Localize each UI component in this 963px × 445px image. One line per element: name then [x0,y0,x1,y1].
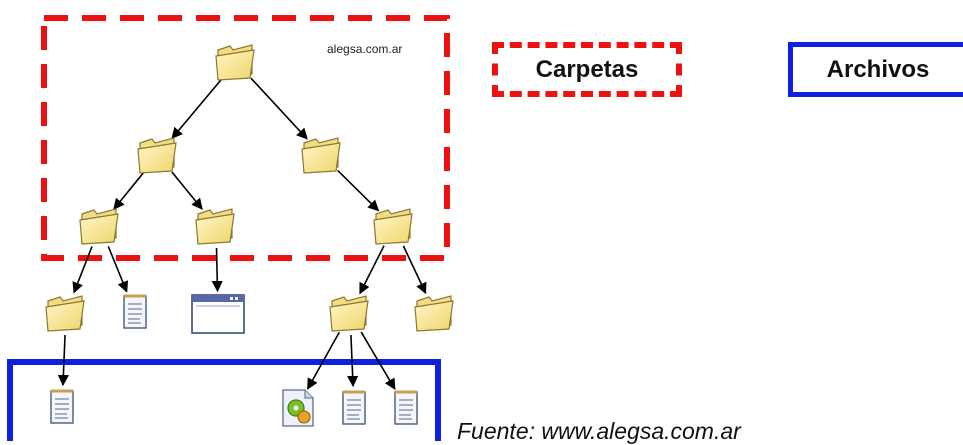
folder-icon-f-c [414,295,454,332]
legend-carpetas: Carpetas [492,42,682,97]
edge-arrow-f-ll-to-d-a [107,246,129,293]
edge-arrow-f-b-to-d-c [347,334,359,388]
legend-archivos: Archivos [788,42,963,97]
source-caption: Fuente: www.alegsa.com.ar [457,418,741,444]
folder-icon-f-left [137,137,177,174]
executable-icon-x-a [282,389,314,427]
edge-arrow-f-left-to-f-ll [113,171,145,210]
watermark-text: alegsa.com.ar [327,42,403,56]
document-icon-d-a [122,294,148,330]
folder-icon-f-a [45,295,85,332]
folders-group-border [41,15,450,261]
folder-icon-f-b [329,295,369,332]
document-icon-d-b [49,389,75,425]
legend-carpetas-label: Carpetas [535,55,639,83]
files-group-border [7,359,441,441]
folder-icon-f-right [301,137,341,174]
edge-arrow-f-right-to-f-rr [337,169,380,212]
edge-arrow-f-lm-to-w-a [211,247,223,293]
folder-icon-f-lm [195,208,235,245]
edge-arrow-root-to-f-left [171,78,223,140]
edge-arrow-f-rr-to-f-c [402,245,427,295]
folder-icon-root [215,44,255,81]
folder-icon-f-ll [79,208,119,245]
edge-arrow-f-ll-to-f-a [72,246,93,294]
edge-arrow-f-rr-to-f-b [359,245,385,295]
edge-arrow-f-a-to-d-b [57,334,69,387]
edge-arrow-f-b-to-d-d [360,331,396,391]
window-icon-w-a [191,294,245,334]
document-icon-d-c [341,390,367,426]
folder-icon-f-rr [373,208,413,245]
edge-arrow-f-left-to-f-lm [171,171,203,210]
edge-arrow-root-to-f-right [250,77,308,140]
document-icon-d-d [393,390,419,426]
legend-archivos-label: Archivos [826,55,930,83]
edge-arrow-f-b-to-x-a [307,331,340,390]
